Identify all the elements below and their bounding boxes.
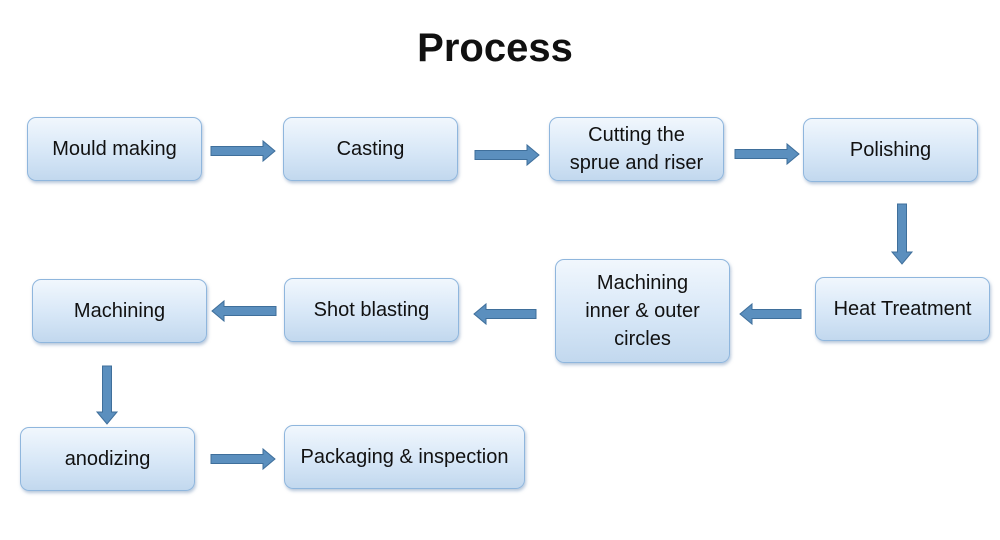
step-machining: Machining [32,279,207,343]
step-label: Polishing [849,139,932,161]
step-label: Cutting the sprue and riser [569,124,704,174]
step-label: Packaging & inspection [300,446,509,468]
step-heat-treatment: Heat Treatment [815,277,990,341]
step-label: Heat Treatment [833,298,972,320]
step-anodizing: anodizing [20,427,195,491]
step-casting: Casting [283,117,458,181]
step-label: anodizing [64,448,151,470]
step-packaging-inspection: Packaging & inspection [284,425,525,489]
step-label: Machining [73,300,166,322]
step-cutting-sprue-riser: Cutting the sprue and riser [549,117,724,181]
arrow-casting-to-cutting-sprue-riser [474,143,540,167]
step-label: Casting [336,138,405,160]
arrow-shot-blasting-to-machining [211,299,277,323]
arrow-anodizing-to-packaging-inspection [210,447,276,471]
arrow-cutting-sprue-riser-to-polishing [734,142,800,166]
step-mould-making: Mould making [27,117,202,181]
step-machining-circles: Machining inner & outer circles [555,259,730,363]
diagram-title: Process [417,26,573,70]
step-shot-blasting: Shot blasting [284,278,459,342]
step-polishing: Polishing [803,118,978,182]
arrow-mould-making-to-casting [210,139,276,163]
arrow-heat-treatment-to-machining-circles [739,302,802,326]
step-label: Shot blasting [313,299,430,321]
arrow-machining-to-anodizing [95,365,119,425]
step-label: Machining inner & outer circles [585,272,700,350]
arrow-machining-circles-to-shot-blasting [473,302,537,326]
step-label: Mould making [52,138,177,160]
arrow-polishing-to-heat-treatment [890,203,914,265]
